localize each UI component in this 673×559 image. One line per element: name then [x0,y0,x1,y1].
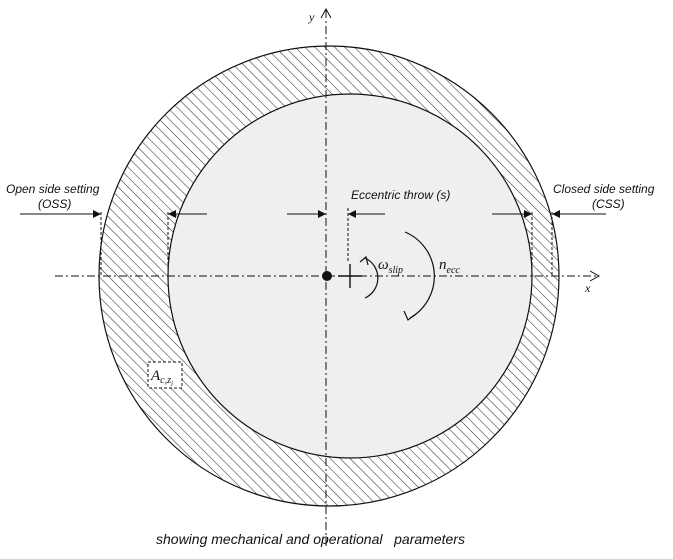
y-axis-label: y [308,10,315,24]
n-ecc-symbol: necc [439,257,460,276]
omega-slip-symbol: ωslip [378,257,403,276]
omega-slip-arc [364,257,379,299]
area-label-box [147,361,183,389]
eccentric-throw-label: Eccentric throw (s) [351,188,450,202]
center-point [322,271,332,281]
area-label: Ac,zi [150,368,173,388]
oss-label-line2: (OSS) [38,197,71,211]
omega-slip-arrow-icon [359,255,369,266]
oss-label-line1: Open side setting [6,182,100,196]
x-axis-label: x [584,281,591,295]
css-label-line2: (CSS) [592,197,625,211]
x-axis-arrow-icon [589,270,601,282]
y-axis-arrow-icon [320,7,332,19]
css-label-line1: Closed side setting [553,182,655,196]
caption: showing mechanical and operational param… [156,531,465,547]
n-ecc-arc [404,231,435,319]
n-ecc-arrow-icon [403,310,417,321]
